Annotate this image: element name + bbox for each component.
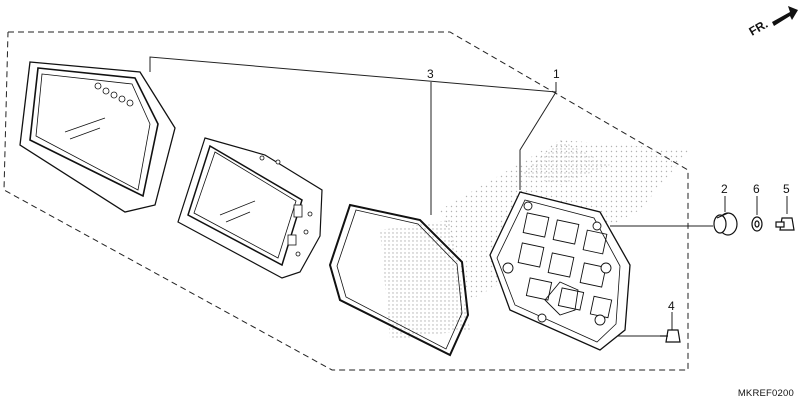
callout-1: 1 — [553, 67, 560, 81]
leader-1b — [519, 91, 557, 190]
rear-housing — [489, 191, 631, 351]
leader-lines — [149, 56, 788, 337]
grommet-part-2 — [713, 212, 738, 236]
callout-5: 5 — [783, 182, 790, 196]
callout-3: 3 — [427, 67, 434, 81]
meter-front-cover — [19, 61, 176, 213]
lcd-display-unit — [177, 137, 323, 279]
callout-numbers: 1 3 2 6 5 4 — [427, 67, 790, 313]
seal-gasket — [328, 203, 470, 357]
screw-part-4 — [660, 329, 681, 343]
reference-code: MKREF0200 — [737, 388, 794, 399]
direction-arrow-icon — [772, 6, 798, 26]
callout-6: 6 — [753, 182, 760, 196]
front-direction-indicator: FR. — [747, 6, 798, 39]
washer-part-6 — [751, 216, 763, 232]
screw-grommet-part-5 — [775, 217, 795, 231]
leader-1 — [149, 56, 557, 93]
assembly-outline — [3, 31, 689, 371]
indicator-lights — [94, 82, 134, 107]
callout-4: 4 — [668, 299, 675, 313]
direction-label: FR. — [747, 17, 771, 39]
callout-2: 2 — [721, 182, 728, 196]
